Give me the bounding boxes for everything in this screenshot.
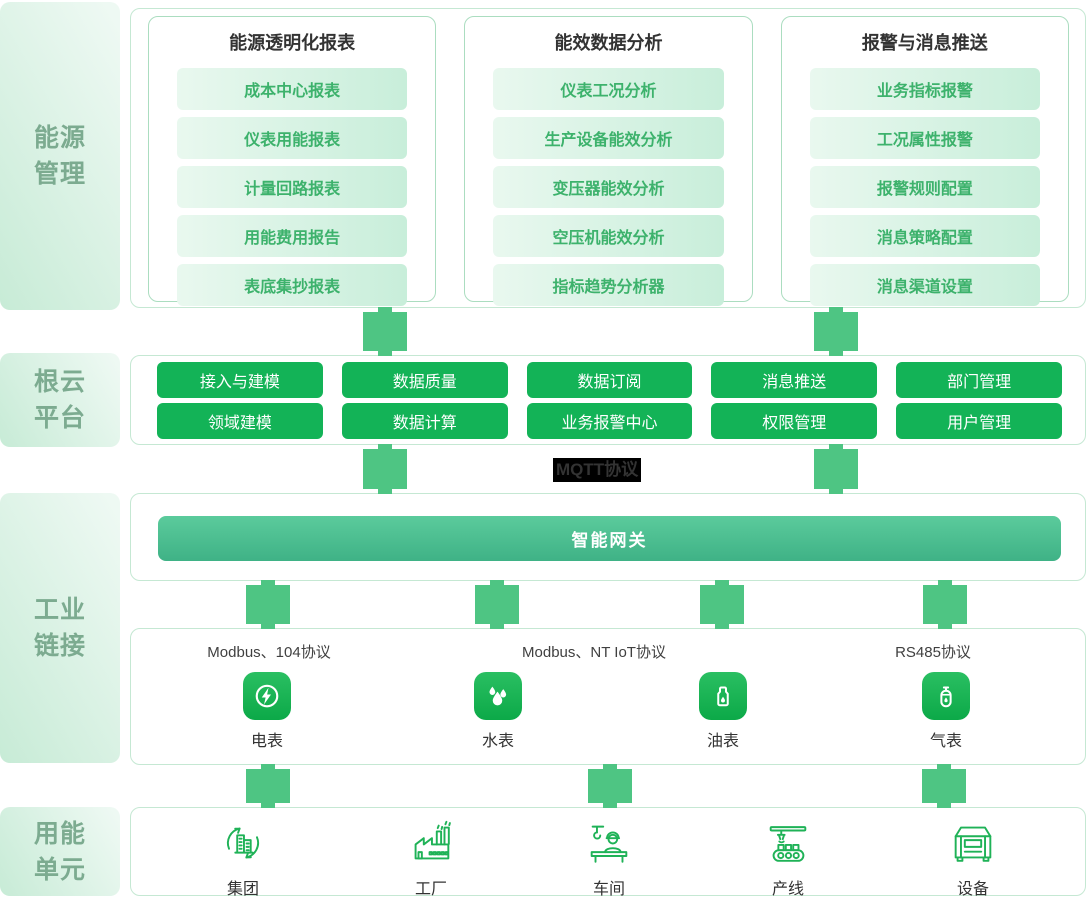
card-item: 指标趋势分析器 [493, 264, 724, 306]
gas-meter-icon [922, 672, 970, 720]
card-alarm-push: 报警与消息推送 业务指标报警 工况属性报警 报警规则配置 消息策略配置 消息渠道… [780, 16, 1069, 306]
card-item: 用能费用报告 [177, 215, 408, 257]
connector [363, 312, 407, 351]
sidebar-section-rootcloud-platform: 根云 平台 [0, 353, 120, 447]
protocol-label: RS485协议 [895, 644, 971, 661]
oil-meter-icon [699, 672, 747, 720]
mqtt-protocol-tag: MQTT协议 [553, 458, 642, 482]
sidebar-label-line: 根云 [33, 368, 86, 396]
smart-gateway-bar: 智能网关 [158, 516, 1061, 561]
platform-module: 业务报警中心 [526, 403, 693, 439]
card-title: 报警与消息推送 [861, 33, 988, 53]
card-efficiency-analysis: 能效数据分析 仪表工况分析 生产设备能效分析 变压器能效分析 空压机能效分析 指… [464, 16, 753, 306]
connector [700, 585, 744, 624]
sidebar-label-line: 工业 [33, 596, 86, 624]
protocol-label: Modbus、NT IoT协议 [522, 644, 666, 661]
sidebar-section-industrial-link: 工业 链接 [0, 493, 120, 763]
sidebar-label-line: 用能 [33, 819, 86, 848]
meter-water: 水表 [433, 672, 563, 751]
sidebar-label-line: 链接 [33, 632, 86, 660]
unit-label: 产线 [771, 881, 804, 898]
sidebar-label-line: 平台 [33, 404, 86, 432]
meter-oil: 油表 [658, 672, 788, 751]
unit-production-line: 产线 [723, 817, 853, 899]
sidebar-label-line: 管理 [33, 160, 86, 188]
card-title: 能源透明化报表 [229, 33, 356, 53]
unit-label: 车间 [592, 881, 625, 898]
platform-row: 领域建模 数据计算 业务报警中心 权限管理 用户管理 [157, 403, 1062, 439]
electric-meter-icon [243, 672, 291, 720]
platform-module: 数据订阅 [526, 362, 693, 398]
water-meter-icon [474, 672, 522, 720]
group-icon [217, 817, 269, 874]
factory-icon [405, 817, 457, 874]
unit-label: 设备 [956, 881, 989, 898]
card-item: 消息渠道设置 [809, 264, 1040, 306]
unit-factory: 工厂 [366, 817, 496, 899]
connector [814, 312, 858, 351]
equipment-icon [947, 817, 999, 874]
meter-label: 电表 [250, 733, 283, 750]
meter-electric: 电表 [202, 672, 332, 751]
platform-module: 领域建模 [157, 403, 323, 439]
unit-group: 集团 [178, 817, 308, 899]
workshop-icon [583, 817, 635, 874]
connector [922, 769, 966, 803]
platform-row: 接入与建模 数据质量 数据订阅 消息推送 部门管理 [157, 362, 1062, 398]
connector [246, 585, 290, 624]
card-item: 仪表工况分析 [493, 68, 724, 110]
meter-label: 水表 [481, 733, 514, 750]
sidebar-section-energy-units: 用能 单元 [0, 807, 120, 896]
card-item: 报警规则配置 [809, 166, 1040, 208]
platform-module: 消息推送 [711, 362, 878, 398]
production-line-icon [762, 817, 814, 874]
card-item: 成本中心报表 [177, 68, 408, 110]
card-item: 计量回路报表 [177, 166, 408, 208]
meter-label: 油表 [706, 733, 739, 750]
connector [363, 449, 407, 489]
card-item: 生产设备能效分析 [493, 117, 724, 159]
unit-workshop: 车间 [544, 817, 674, 899]
card-item: 业务指标报警 [809, 68, 1040, 110]
energy-management-panel: 能源透明化报表 成本中心报表 仪表用能报表 计量回路报表 用能费用报告 表底集抄… [130, 8, 1086, 308]
unit-equipment: 设备 [908, 817, 1038, 899]
platform-module: 权限管理 [711, 403, 878, 439]
unit-label: 集团 [226, 881, 259, 898]
connector [814, 449, 858, 489]
sidebar-section-energy-management: 能源 管理 [0, 2, 120, 310]
platform-module: 数据计算 [341, 403, 508, 439]
connector [246, 769, 290, 803]
card-item: 工况属性报警 [809, 117, 1040, 159]
meter-label: 气表 [929, 733, 962, 750]
card-item: 表底集抄报表 [177, 264, 408, 306]
sidebar-label-line: 能源 [33, 124, 86, 152]
card-item: 消息策略配置 [809, 215, 1040, 257]
platform-module: 用户管理 [896, 403, 1062, 439]
meter-gas: 气表 [881, 672, 1011, 751]
connector [475, 585, 519, 624]
connector [923, 585, 967, 624]
unit-label: 工厂 [414, 881, 447, 898]
connector [588, 769, 632, 803]
meters-panel: Modbus、104协议 Modbus、NT IoT协议 RS485协议 电表 … [130, 628, 1086, 765]
card-item: 变压器能效分析 [493, 166, 724, 208]
card-energy-reports: 能源透明化报表 成本中心报表 仪表用能报表 计量回路报表 用能费用报告 表底集抄… [148, 16, 437, 306]
energy-units-panel: 集团 工厂 车间 [130, 807, 1086, 899]
sidebar-label-line: 单元 [33, 855, 86, 884]
rootcloud-platform-panel: 接入与建模 数据质量 数据订阅 消息推送 部门管理 领域建模 数据计算 业务报警… [130, 355, 1086, 445]
platform-module: 部门管理 [896, 362, 1062, 398]
card-title: 能效数据分析 [554, 33, 663, 53]
card-item: 空压机能效分析 [493, 215, 724, 257]
gateway-panel: 智能网关 [130, 493, 1086, 581]
protocol-label: Modbus、104协议 [207, 644, 331, 661]
platform-module: 数据质量 [341, 362, 508, 398]
platform-module: 接入与建模 [157, 362, 323, 398]
card-item: 仪表用能报表 [177, 117, 408, 159]
